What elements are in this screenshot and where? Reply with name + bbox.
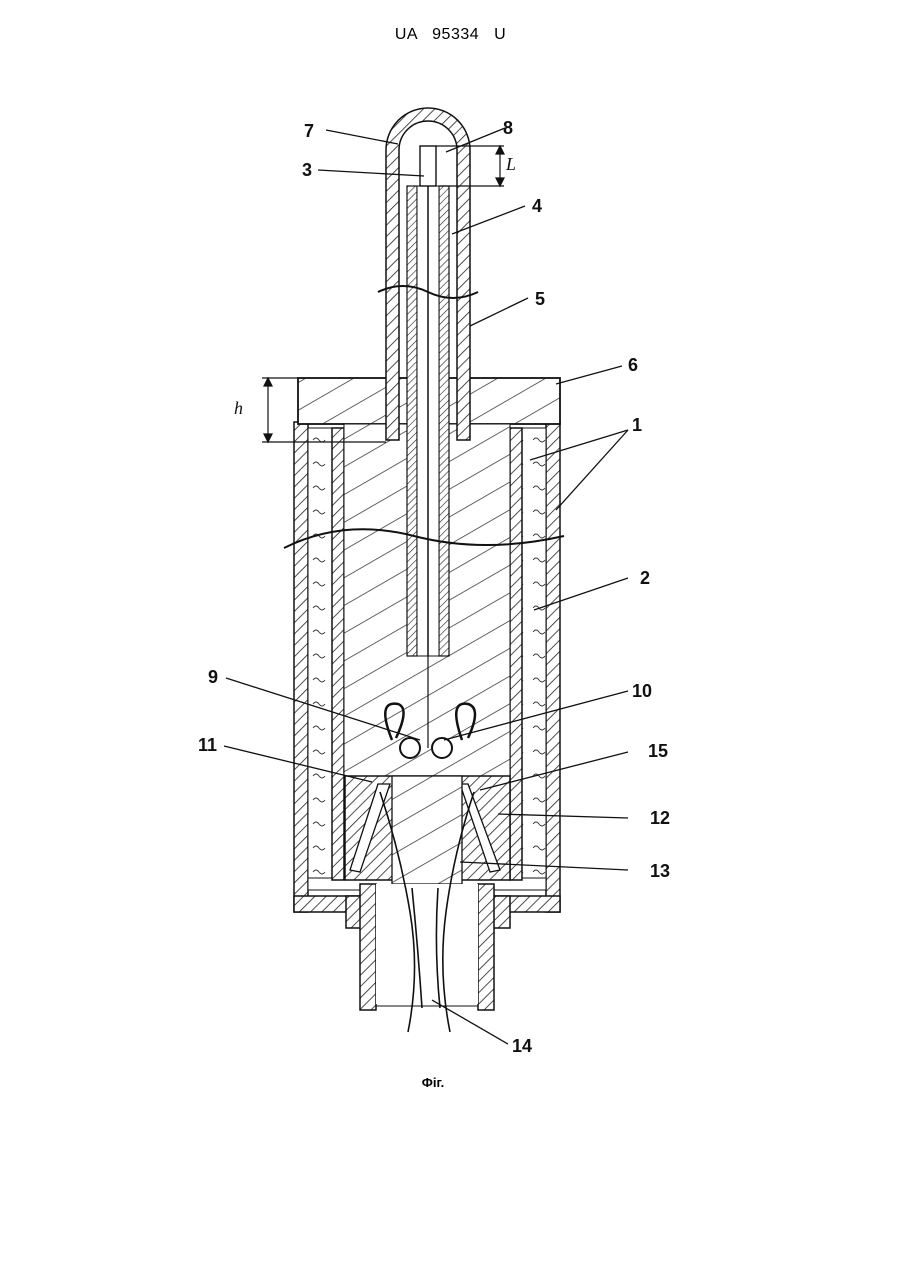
label-4: 4	[532, 196, 542, 216]
inner-tube	[407, 146, 449, 656]
label-7: 7	[304, 121, 314, 141]
label-5: 5	[535, 289, 545, 309]
label-12: 12	[650, 808, 670, 828]
label-2: 2	[640, 568, 650, 588]
label-13: 13	[650, 861, 670, 881]
label-10: 10	[632, 681, 652, 701]
label-15: 15	[648, 741, 668, 761]
label-3: 3	[302, 160, 312, 180]
label-1: 1	[632, 415, 642, 435]
dimension-label-l: L	[505, 154, 516, 174]
label-6: 6	[628, 355, 638, 375]
outlet-sleeve	[346, 884, 510, 1010]
label-9: 9	[208, 667, 218, 687]
label-11: 11	[198, 735, 217, 755]
dimension-label-h: h	[234, 398, 243, 418]
label-14: 14	[512, 1036, 532, 1056]
figure-caption: Фіг.	[0, 1075, 866, 1090]
label-8: 8	[503, 118, 513, 138]
plug	[345, 776, 510, 884]
